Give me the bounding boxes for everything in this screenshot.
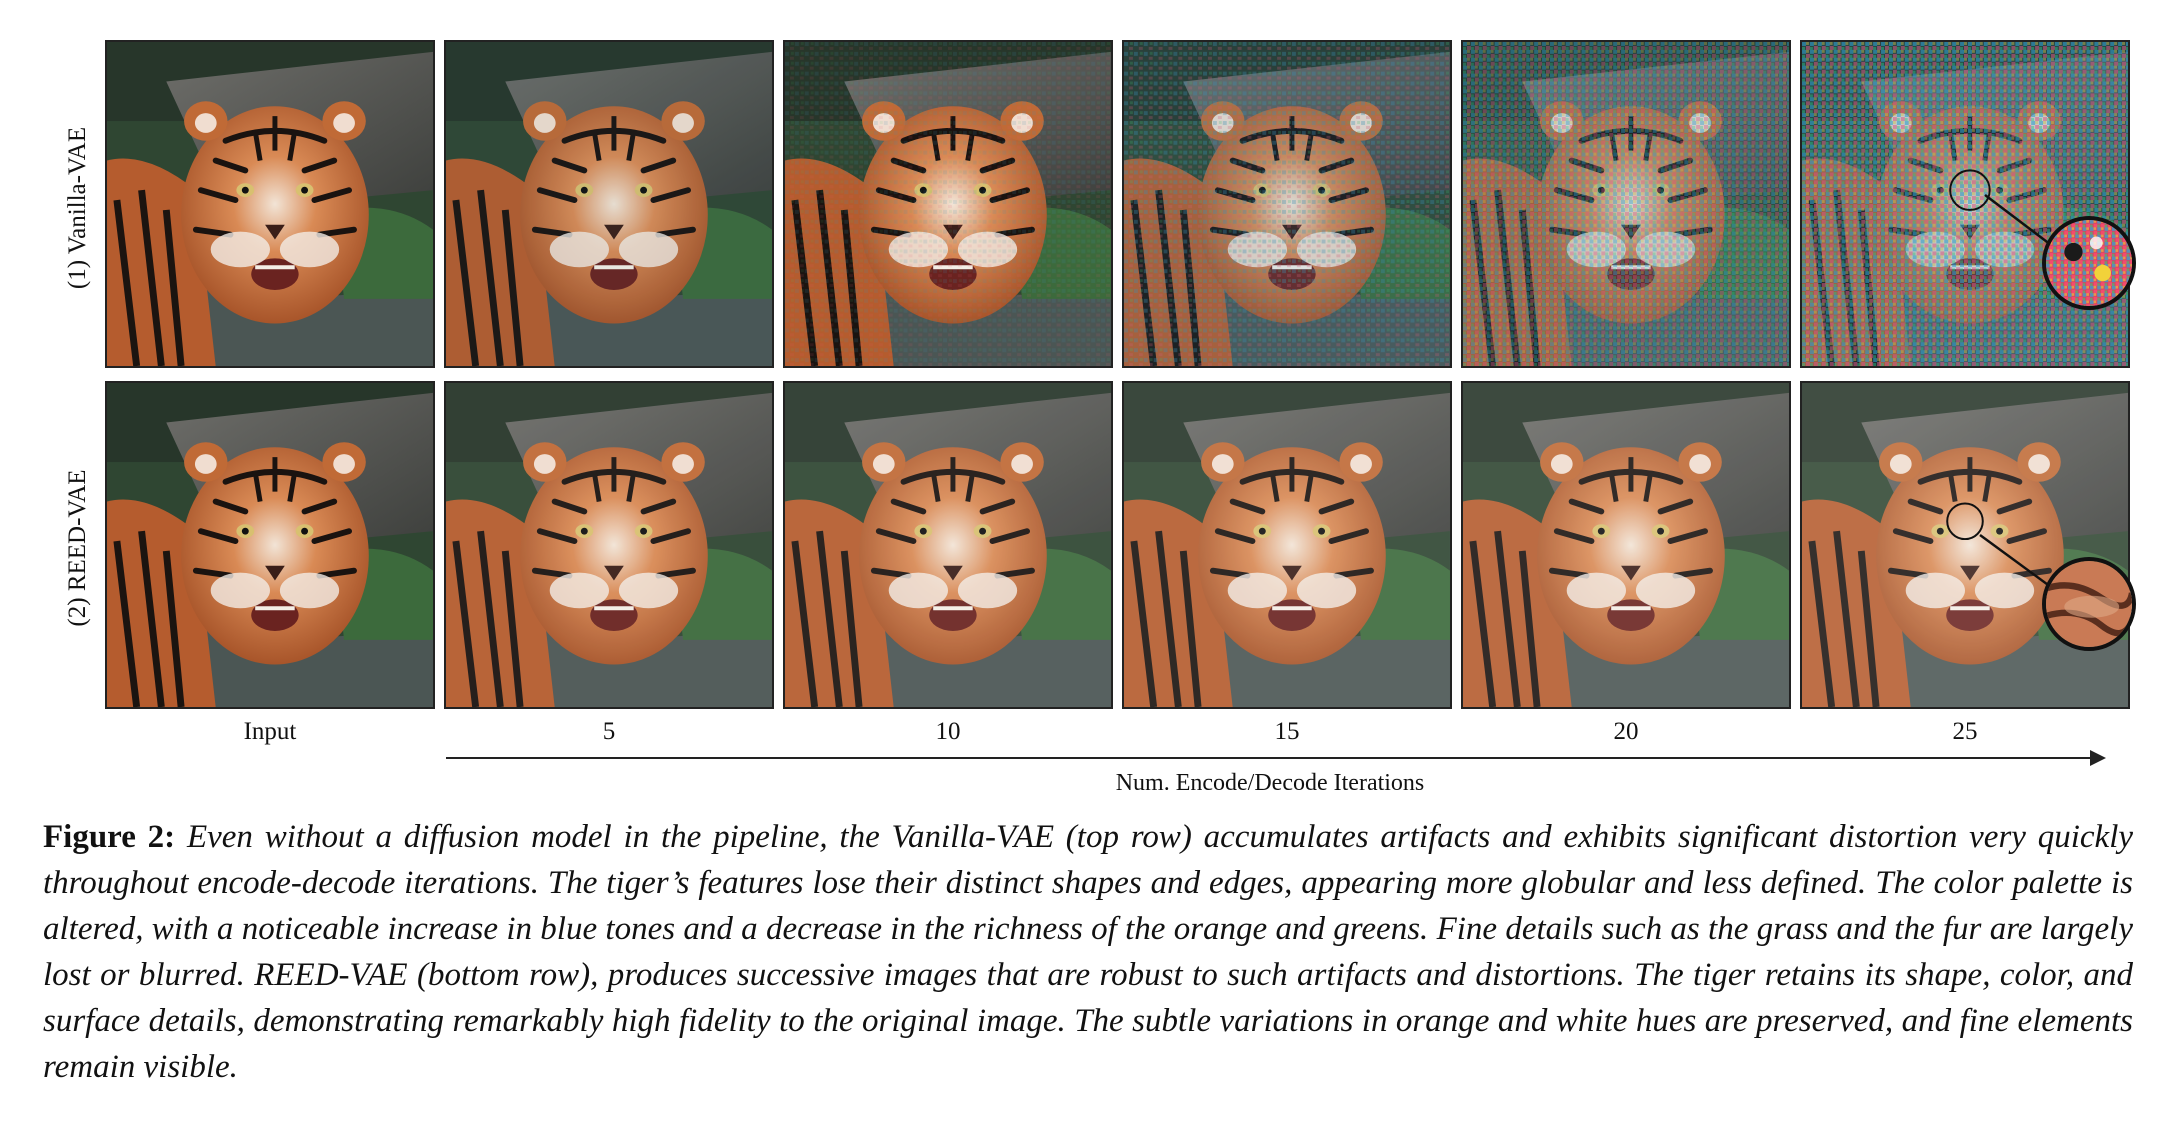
- reed-zoom-inset: [2042, 557, 2136, 651]
- column-label-25: 25: [1952, 718, 1978, 745]
- column-label-20: 20: [1613, 718, 1639, 745]
- iterations-axis-title: Num. Encode/Decode Iterations: [1115, 770, 1425, 796]
- column-label-10: 10: [935, 718, 961, 745]
- vanilla-tile-15: [1122, 40, 1452, 368]
- reed-tile-20: [1461, 381, 1791, 709]
- vanilla-tile-5: [444, 40, 774, 368]
- vanilla-tile-25: [1800, 40, 2130, 368]
- reed-tile-15: [1122, 381, 1452, 709]
- figure-caption: Figure 2: Even without a diffusion model…: [43, 814, 2133, 1090]
- column-label-input: Input: [243, 718, 297, 745]
- reed-tile-5: [444, 381, 774, 709]
- reed-tile-10: [783, 381, 1113, 709]
- figure-label: Figure 2:: [43, 819, 176, 855]
- iterations-axis-arrowhead: [2090, 750, 2106, 766]
- column-label-15: 15: [1274, 718, 1300, 745]
- column-label-5: 5: [602, 718, 616, 745]
- vanilla-tile-20: [1461, 40, 1791, 368]
- iterations-axis-line: [446, 757, 2096, 759]
- vanilla-zoom-inset: [2042, 216, 2136, 310]
- vanilla-tile-input: [105, 40, 435, 368]
- figure-caption-text: Even without a diffusion model in the pi…: [43, 819, 2134, 1085]
- vanilla-tile-10: [783, 40, 1113, 368]
- reed-tile-input: [105, 381, 435, 709]
- reed-tile-25: [1800, 381, 2130, 709]
